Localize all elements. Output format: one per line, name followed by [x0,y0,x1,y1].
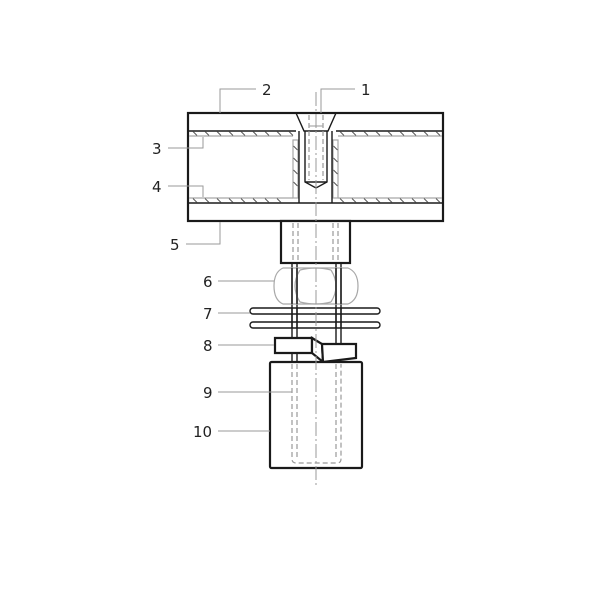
leader-lines [168,88,355,432]
label-4: 4 [152,178,162,196]
wedge-shim [273,336,358,365]
label-1: 1 [361,81,371,99]
hatching-upper [192,131,441,136]
insert-tube [292,131,339,203]
label-7: 7 [203,305,213,323]
hex-nut [273,267,359,305]
label-2: 2 [262,81,272,99]
label-5: 5 [170,236,180,254]
washers [249,307,381,329]
label-6: 6 [203,273,213,291]
label-9: 9 [203,384,213,402]
label-10: 10 [193,423,212,441]
label-3: 3 [152,140,162,158]
label-8: 8 [203,337,213,355]
hatching-lower [192,198,441,203]
